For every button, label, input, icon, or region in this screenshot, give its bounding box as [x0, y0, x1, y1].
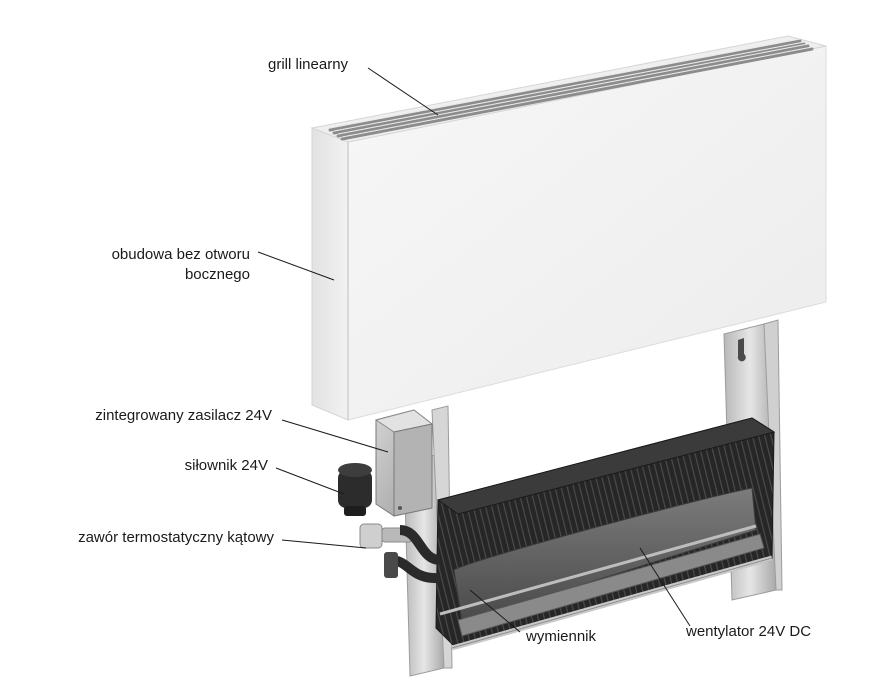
fan-cover: [439, 487, 773, 651]
leader-grill: [367, 67, 439, 116]
label-housing: obudowa bez otworu bocznego: [80, 245, 250, 285]
grill-slots: [328, 39, 814, 141]
leader-valve: [281, 539, 367, 549]
power-supply-box: [374, 409, 434, 517]
label-power-supply: zintegrowany zasilacz 24V: [95, 407, 272, 424]
label-housing-line1: obudowa bez otworu: [111, 246, 250, 263]
leader-housing: [257, 251, 335, 281]
label-valve: zawór termostatyczny kątowy: [78, 529, 274, 546]
leader-lines: [257, 67, 691, 633]
leader-exchanger: [469, 589, 521, 633]
label-fan: wentylator 24V DC: [686, 623, 812, 640]
actuator: [338, 463, 372, 516]
leader-fan: [639, 547, 691, 627]
thermostatic-valve: [359, 523, 441, 584]
label-actuator: siłownik 24V: [184, 457, 268, 474]
housing: [310, 35, 827, 421]
label-exchanger: wymiennik: [526, 628, 597, 645]
label-grill: grill linearny: [268, 56, 349, 73]
leader-actuator: [275, 467, 345, 495]
label-housing-line2: bocznego: [184, 266, 250, 283]
leader-power-supply: [281, 419, 389, 453]
